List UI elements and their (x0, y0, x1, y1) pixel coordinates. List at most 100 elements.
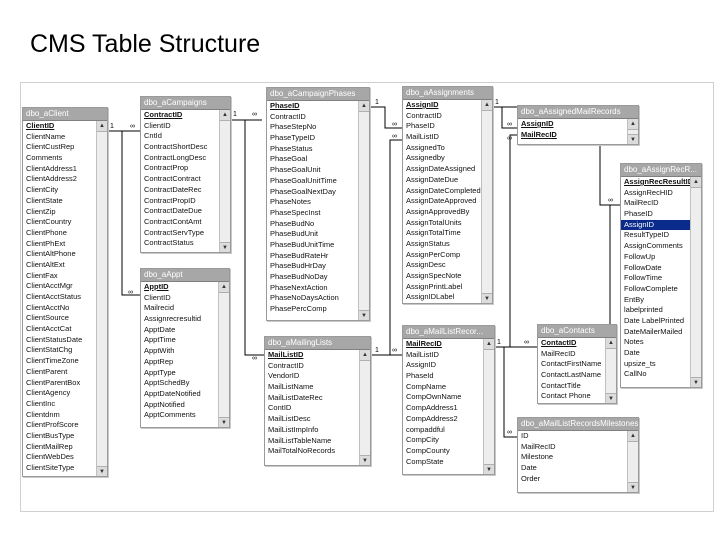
field-row[interactable]: CallNo (624, 369, 647, 379)
field-row[interactable]: FollowComplete (624, 283, 678, 293)
table-title[interactable]: dbo_aCampaignPhases (267, 88, 369, 100)
field-row[interactable]: AssignPrintLabel (406, 281, 463, 291)
table-title[interactable]: dbo_aAppt (141, 269, 229, 281)
field-row[interactable]: upsize_ts (624, 358, 656, 368)
field-row[interactable]: ClientAgency (26, 388, 71, 398)
field-row[interactable]: ApptTime (144, 335, 176, 345)
field-row[interactable]: ClientAcctMgr (26, 281, 73, 291)
scroll-up-icon[interactable]: ▲ (360, 350, 370, 361)
field-row[interactable]: ApptSchedBy (144, 378, 190, 388)
field-row[interactable]: AssignID (406, 360, 437, 370)
field-row[interactable]: ClientInc (26, 398, 56, 408)
scroll-up-icon[interactable]: ▲ (359, 101, 369, 112)
field-row[interactable]: PhaseGoalUnitTime (270, 175, 337, 185)
scroll-down-icon[interactable]: ▼ (628, 134, 638, 144)
field-row[interactable]: AssignDateApproved (406, 196, 477, 206)
field-row[interactable]: PhaseGoal (270, 154, 308, 164)
field-row[interactable]: MailRecID (521, 441, 556, 451)
field-row[interactable]: ApptDate (144, 324, 176, 334)
scroll-down-icon[interactable]: ▼ (360, 455, 370, 465)
field-row[interactable]: ApptNotified (144, 399, 185, 409)
field-row[interactable]: AssignID (406, 100, 439, 109)
field-row[interactable]: ClientWebDes (26, 452, 74, 462)
field-row[interactable]: ClientPhExt (26, 238, 66, 248)
field-row[interactable]: ContractServType (144, 227, 205, 237)
scrollbar[interactable]: ▲▼ (219, 110, 230, 252)
field-row[interactable]: ClientAltPhone (26, 249, 76, 259)
field-row[interactable]: PhasePercComp (270, 304, 327, 314)
scrollbar[interactable]: ▲▼ (483, 339, 494, 474)
field-row[interactable]: ClientParent (26, 366, 68, 376)
field-row[interactable]: AssignRecHID (624, 187, 673, 197)
field-row[interactable]: AssignDateAssigned (406, 164, 476, 174)
scroll-down-icon[interactable]: ▼ (97, 466, 107, 476)
field-row[interactable]: ClientCity (26, 185, 59, 195)
scroll-down-icon[interactable]: ▼ (359, 310, 369, 320)
scroll-up-icon[interactable]: ▲ (220, 110, 230, 121)
field-row[interactable]: ContactTitle (541, 380, 581, 390)
field-row[interactable]: ContractID (406, 110, 442, 120)
scroll-up-icon[interactable]: ▲ (97, 121, 107, 132)
scrollbar[interactable]: ▲▼ (605, 338, 616, 403)
field-row[interactable]: Contact Phone (541, 391, 591, 401)
table-title[interactable]: dbo_aCampaigns (141, 97, 230, 109)
field-row[interactable]: EntBy (624, 294, 645, 304)
field-row[interactable]: ContractContAmt (144, 216, 202, 226)
field-row[interactable]: ApptID (144, 282, 169, 291)
field-row[interactable]: PhaseStepNo (270, 122, 317, 132)
field-row[interactable]: MailListID (406, 132, 439, 142)
field-row[interactable]: MailRecID (406, 339, 442, 348)
field-row[interactable]: ClientCountry (26, 217, 72, 227)
field-row[interactable]: ClientTimeZone (26, 356, 79, 366)
field-row[interactable]: ClientStatusDate (26, 334, 83, 344)
field-row[interactable]: ContactLastName (541, 370, 602, 380)
field-row[interactable]: AssignRecResultID (624, 177, 690, 186)
scroll-up-icon[interactable]: ▲ (484, 339, 494, 350)
scroll-down-icon[interactable]: ▼ (219, 417, 229, 427)
scroll-down-icon[interactable]: ▼ (691, 377, 701, 387)
field-row[interactable]: Comments (26, 153, 63, 163)
field-row[interactable]: ContactFirstName (541, 359, 602, 369)
field-row[interactable]: ApptRep (144, 356, 174, 366)
scroll-down-icon[interactable]: ▼ (484, 464, 494, 474)
table-title[interactable]: dbo_aMailListRecor... (403, 326, 494, 338)
field-row[interactable]: ApptType (144, 367, 176, 377)
field-row[interactable]: ClientAltExt (26, 259, 65, 269)
field-row[interactable]: VendorID (268, 371, 300, 381)
field-row[interactable]: PhaseID (406, 121, 435, 131)
field-row[interactable]: AssignTotalTime (406, 228, 461, 238)
scroll-up-icon[interactable]: ▲ (691, 177, 701, 188)
field-row[interactable]: ContID (268, 403, 292, 413)
field-row[interactable]: Date (624, 348, 640, 357)
field-row[interactable]: PhaseTypeID (270, 133, 316, 143)
field-row[interactable]: Clientdnm (26, 409, 60, 419)
field-row[interactable]: PhaseId (406, 371, 434, 381)
field-row[interactable]: ClientAddress1 (26, 163, 77, 173)
scroll-up-icon[interactable]: ▲ (628, 431, 638, 442)
field-row[interactable]: PhaseBudNoDay (270, 272, 328, 281)
scroll-down-icon[interactable]: ▼ (482, 293, 492, 303)
field-row[interactable]: CompState (406, 456, 444, 466)
field-row[interactable]: AssignComments (624, 241, 683, 251)
scrollbar[interactable]: ▲▼ (627, 431, 638, 492)
field-row[interactable]: ClientSiteType (26, 463, 75, 472)
field-row[interactable]: ContractContract (144, 174, 201, 184)
field-row[interactable]: ClientMailRep (26, 441, 73, 451)
scrollbar[interactable]: ▲▼ (627, 119, 638, 144)
field-row[interactable]: ClientState (26, 195, 63, 205)
field-row[interactable]: Date LabelPrinted (624, 315, 685, 325)
field-row[interactable]: CompOwnName (406, 392, 462, 402)
field-row[interactable]: CompAddress1 (406, 403, 458, 413)
field-row[interactable]: AssignApprovedBy (406, 206, 470, 216)
field-row[interactable]: PhaseID (624, 209, 653, 219)
field-row[interactable]: FollowTime (624, 273, 663, 283)
field-row[interactable]: FollowUp (624, 251, 656, 261)
field-row[interactable]: ClientBusType (26, 430, 75, 440)
field-row[interactable]: AssignDesc (406, 260, 446, 270)
scroll-down-icon[interactable]: ▼ (628, 482, 638, 492)
field-row[interactable]: MailListDesc (268, 414, 311, 424)
field-row[interactable]: AssignDateDue (406, 174, 459, 184)
